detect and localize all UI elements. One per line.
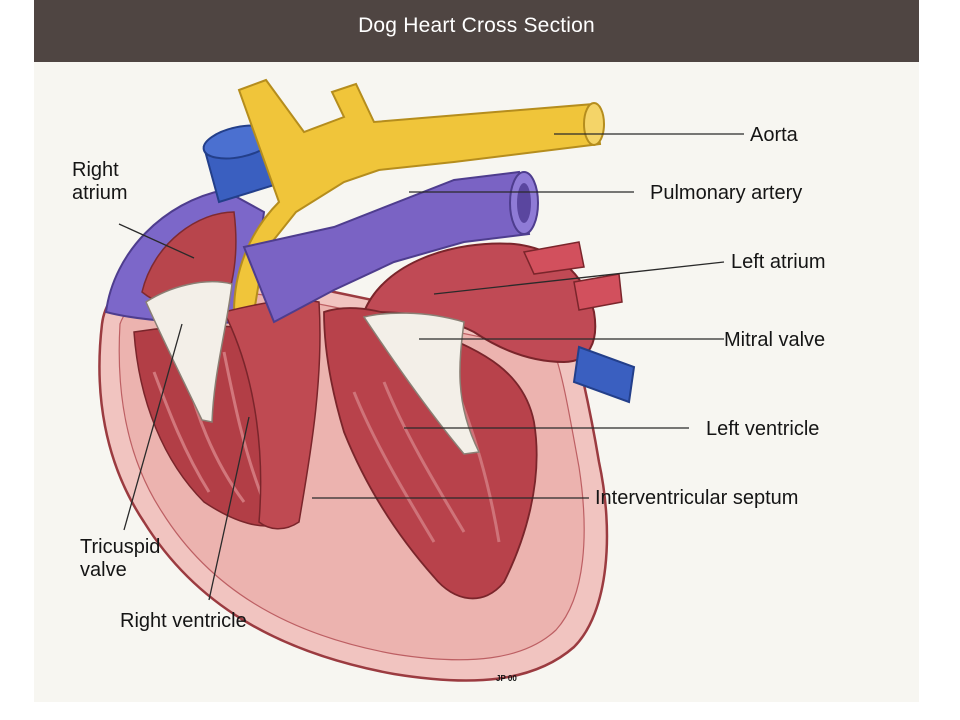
title-bar: Dog Heart Cross Section	[34, 0, 919, 62]
label-aorta: Aorta	[750, 124, 798, 146]
pulmonary-veins	[522, 241, 623, 311]
label-tricuspid-valve-line1: Tricuspid	[80, 536, 161, 558]
label-right-atrium-line2: atrium	[72, 182, 128, 204]
label-pulmonary-artery: Pulmonary artery	[650, 182, 803, 204]
label-right-atrium-line1: Right	[72, 159, 119, 181]
label-left-ventricle: Left ventricle	[706, 418, 820, 440]
pulmonary-artery	[242, 170, 539, 324]
label-right-ventricle: Right ventricle	[120, 610, 247, 632]
mitral-valve	[362, 312, 481, 455]
coronary-vein	[572, 345, 636, 404]
heart-illustration	[98, 78, 744, 682]
label-interventricular-septum: Interventricular septum	[595, 487, 799, 509]
page-title: Dog Heart Cross Section	[358, 14, 595, 37]
label-mitral-valve: Mitral valve	[724, 329, 826, 351]
tricuspid-valve	[145, 280, 233, 423]
leader-lines	[118, 133, 744, 601]
artist-credit: JP 00	[496, 674, 517, 683]
label-left-atrium: Left atrium	[731, 251, 826, 273]
heart-illustration-panel: Aorta Pulmonary artery Left atrium Mitra…	[34, 62, 919, 702]
label-tricuspid-valve-line2: valve	[80, 559, 127, 581]
